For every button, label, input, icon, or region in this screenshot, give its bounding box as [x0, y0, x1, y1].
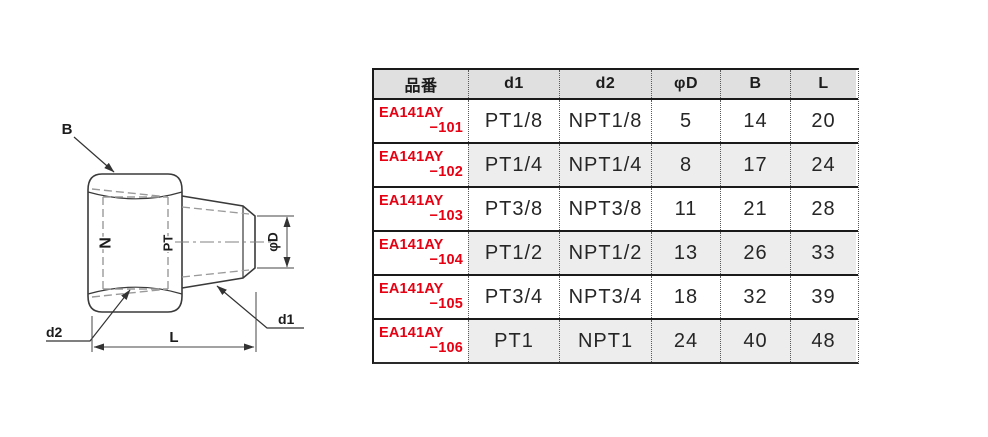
hex-body — [87, 173, 183, 313]
cell-l: 39 — [790, 276, 856, 318]
table-row: EA141AY −104 PT1/2 NPT1/2 13 26 33 — [374, 230, 858, 274]
part-number-cell: EA141AY −105 — [374, 276, 468, 318]
cell-d2: NPT3/8 — [559, 188, 651, 230]
cell-b: 17 — [720, 144, 790, 186]
callout-d1-label: d1 — [278, 311, 295, 327]
table-row: EA141AY −103 PT3/8 NPT3/8 11 21 28 — [374, 186, 858, 230]
table-row: EA141AY −105 PT3/4 NPT3/4 18 32 39 — [374, 274, 858, 318]
part-number-line2: −101 — [429, 120, 463, 136]
cell-b: 32 — [720, 276, 790, 318]
cell-b: 26 — [720, 232, 790, 274]
cell-phid: 8 — [651, 144, 720, 186]
part-number-line1: EA141AY — [379, 281, 444, 297]
cell-b: 14 — [720, 100, 790, 142]
callout-d1: d1 — [216, 285, 304, 329]
column-header-l: L — [790, 70, 856, 98]
callout-d2-label: d2 — [46, 324, 63, 340]
part-number-cell: EA141AY −106 — [374, 320, 468, 362]
part-number-line2: −103 — [429, 208, 463, 224]
thread-marking-n: N — [98, 237, 115, 249]
cell-phid: 13 — [651, 232, 720, 274]
part-number-line1: EA141AY — [379, 105, 444, 121]
cell-d2: NPT1 — [559, 320, 651, 362]
spec-table: 品番 d1 d2 φD B L EA141AY −101 PT1/8 NPT1/… — [372, 68, 859, 364]
cell-l: 24 — [790, 144, 856, 186]
part-number-cell: EA141AY −101 — [374, 100, 468, 142]
cell-phid: 18 — [651, 276, 720, 318]
part-number-line2: −102 — [429, 164, 463, 180]
cell-d1: PT1/4 — [468, 144, 559, 186]
cell-l: 20 — [790, 100, 856, 142]
part-number-line2: −104 — [429, 252, 463, 268]
fitting-drawing: N PT B φD d2 d1 L — [46, 121, 304, 352]
dimension-l-label: L — [169, 329, 178, 346]
hidden-thread-lines — [91, 188, 169, 298]
cell-phid: 11 — [651, 188, 720, 230]
column-header-b: B — [720, 70, 790, 98]
part-number-line1: EA141AY — [379, 237, 444, 253]
cell-l: 48 — [790, 320, 856, 362]
cell-d2: NPT3/4 — [559, 276, 651, 318]
cell-b: 40 — [720, 320, 790, 362]
cell-d1: PT3/4 — [468, 276, 559, 318]
callout-b-label: B — [62, 121, 73, 138]
cell-d2: NPT1/4 — [559, 144, 651, 186]
part-number-line1: EA141AY — [379, 149, 444, 165]
callout-d2: d2 — [46, 289, 131, 342]
thread-marking-pt: PT — [161, 235, 176, 252]
dimension-l — [91, 292, 257, 352]
part-number-cell: EA141AY −104 — [374, 232, 468, 274]
cell-l: 28 — [790, 188, 856, 230]
cell-d2: NPT1/8 — [559, 100, 651, 142]
table-header-row: 品番 d1 d2 φD B L — [374, 70, 858, 98]
column-header-phid: φD — [651, 70, 720, 98]
table-row: EA141AY −106 PT1 NPT1 24 40 48 — [374, 318, 858, 362]
cell-d1: PT3/8 — [468, 188, 559, 230]
column-header-d1: d1 — [468, 70, 559, 98]
part-number-line1: EA141AY — [379, 325, 444, 341]
part-number-line2: −106 — [429, 340, 463, 356]
cell-phid: 5 — [651, 100, 720, 142]
cell-b: 21 — [720, 188, 790, 230]
part-number-cell: EA141AY −103 — [374, 188, 468, 230]
cell-d1: PT1/2 — [468, 232, 559, 274]
cell-phid: 24 — [651, 320, 720, 362]
dimension-phi-d — [257, 215, 294, 269]
cell-l: 33 — [790, 232, 856, 274]
part-number-line1: EA141AY — [379, 193, 444, 209]
table-row: EA141AY −102 PT1/4 NPT1/4 8 17 24 — [374, 142, 858, 186]
callout-b: B — [62, 121, 115, 173]
table-row: EA141AY −101 PT1/8 NPT1/8 5 14 20 — [374, 98, 858, 142]
part-number-cell: EA141AY −102 — [374, 144, 468, 186]
column-header-d2: d2 — [559, 70, 651, 98]
dimension-phi-d-label: φD — [266, 232, 281, 252]
cell-d1: PT1/8 — [468, 100, 559, 142]
cell-d1: PT1 — [468, 320, 559, 362]
column-header-part: 品番 — [374, 70, 468, 98]
cell-d2: NPT1/2 — [559, 232, 651, 274]
part-number-line2: −105 — [429, 296, 463, 312]
